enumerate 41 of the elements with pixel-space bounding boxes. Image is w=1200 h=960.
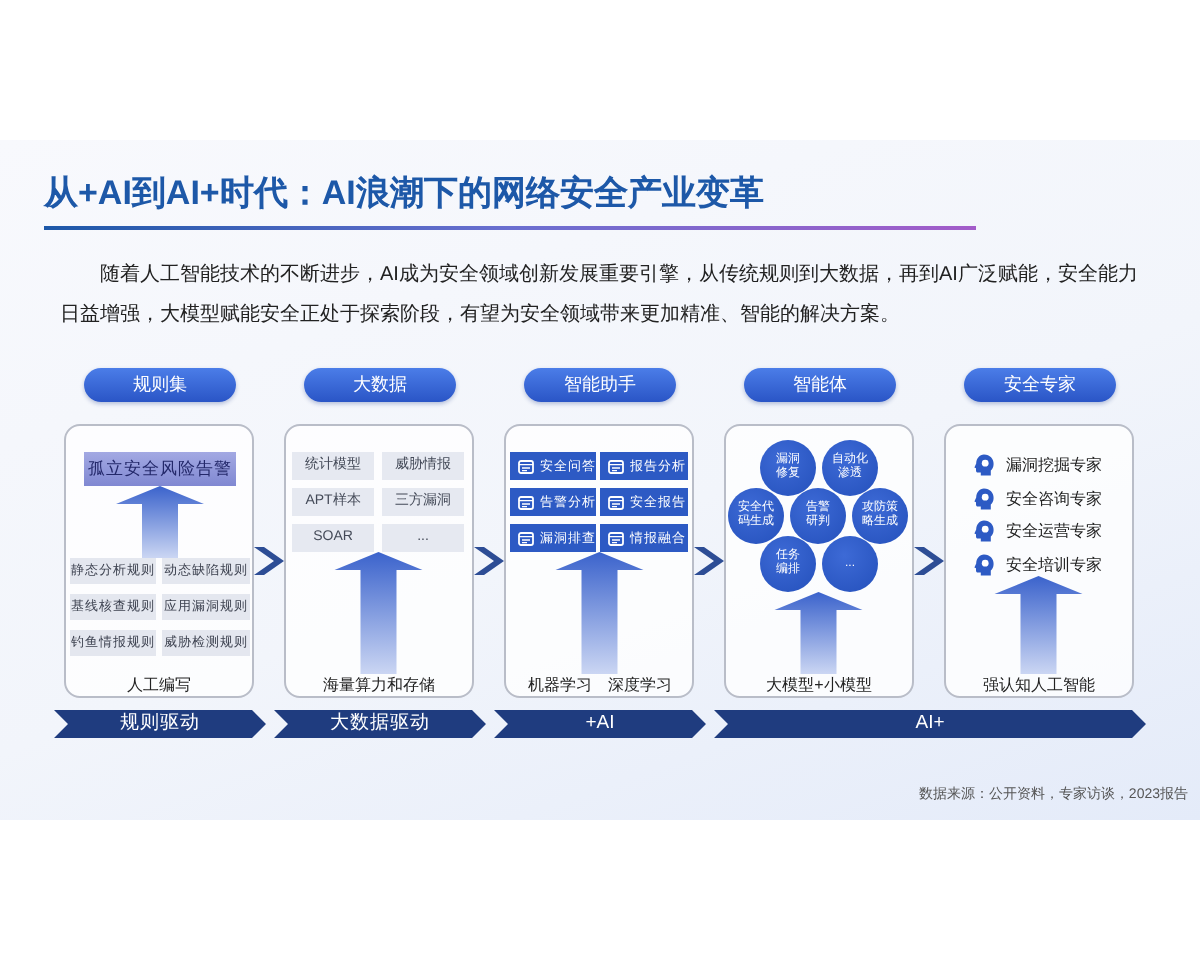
panel-footer-text: 强认知人工智能 xyxy=(983,674,1095,696)
stage-panel xyxy=(284,424,474,698)
panel-footer-text: 海量算力和存储 xyxy=(323,674,435,696)
panel-footer-text: 大模型+小模型 xyxy=(766,674,872,696)
phase-ribbon: 大数据驱动 xyxy=(274,710,486,738)
feature-tile xyxy=(600,452,688,480)
feature-tile xyxy=(600,524,688,552)
stage-header: 安全专家 xyxy=(964,368,1116,402)
chevron-arrow xyxy=(914,547,944,575)
expert-role-text: 漏洞挖掘专家 xyxy=(1006,454,1102,476)
stage-panel xyxy=(504,424,694,698)
expert-role-text: 安全培训专家 xyxy=(1006,554,1102,576)
panel-footer-text: 人工编写 xyxy=(127,674,191,696)
feature-tile xyxy=(600,488,688,516)
block-arrow xyxy=(994,576,1083,674)
stage-header: 规则集 xyxy=(84,368,236,402)
stage-header: 智能体 xyxy=(744,368,896,402)
block-arrow xyxy=(774,592,863,674)
stage-panel xyxy=(724,424,914,698)
intro-paragraph: 随着人工智能技术的不断进步，AI成为安全领域创新发展重要引擎，从传统规则到大数据，再到AI广泛赋能，安全能力日益增强，大模型赋能安全正处于探索阶段，有望为安全领域带来更加精准、智能的解决方案。 xyxy=(60,261,1140,330)
stage-panel xyxy=(944,424,1134,698)
chevron-arrow xyxy=(254,547,284,575)
block-arrow xyxy=(334,552,423,674)
phase-ribbon: +AI xyxy=(494,710,706,738)
expert-role-text: 安全运营专家 xyxy=(1006,520,1102,542)
stage-panel xyxy=(64,424,254,698)
alert-banner: 孤立安全风险告警 xyxy=(84,452,236,486)
panel-footer-text: 机器学习 xyxy=(528,674,592,696)
block-arrow xyxy=(555,552,644,674)
stage-header: 智能助手 xyxy=(524,368,676,402)
feature-tile xyxy=(510,524,596,552)
panel-footer-text: 深度学习 xyxy=(608,674,672,696)
slide-title: 从+AI到AI+时代：AI浪潮下的网络安全产业变革 xyxy=(44,172,764,216)
chevron-arrow xyxy=(694,547,724,575)
stage-header: 大数据 xyxy=(304,368,456,402)
feature-tile xyxy=(510,452,596,480)
expert-role-text: 安全咨询专家 xyxy=(1006,488,1102,510)
feature-tile xyxy=(510,488,596,516)
phase-ribbon: 规则驱动 xyxy=(54,710,266,738)
chevron-arrow xyxy=(474,547,504,575)
phase-ribbon: AI+ xyxy=(714,710,1146,738)
